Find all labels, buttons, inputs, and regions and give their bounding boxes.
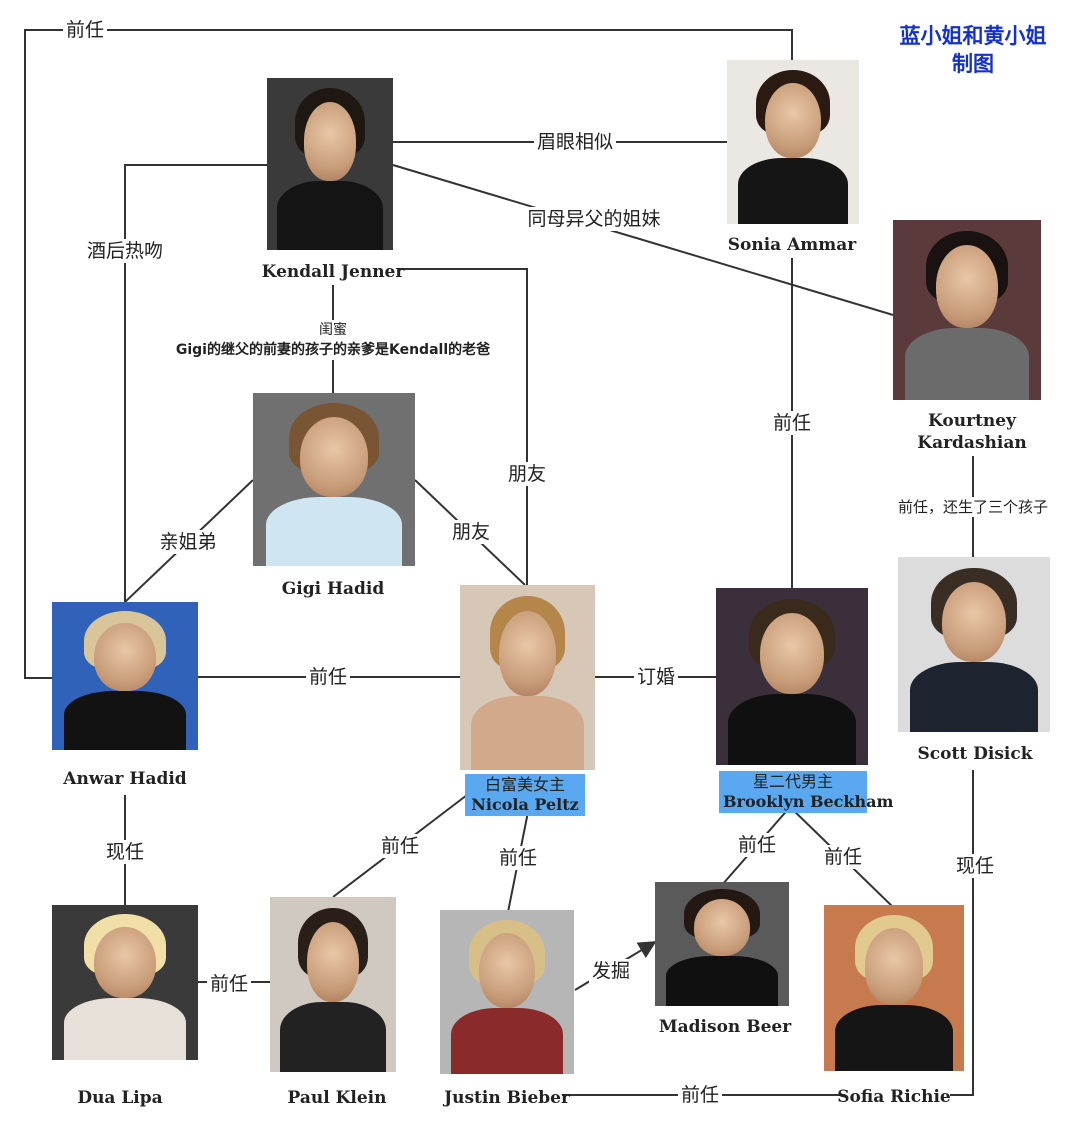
photo-scott-disick <box>898 557 1050 732</box>
credit-line2: 制图 <box>952 52 994 76</box>
name-kourtney-line2: Kardashian <box>917 433 1027 453</box>
label-kendall-nicola: 朋友 <box>504 462 550 486</box>
label-brooklyn-sofia: 前任 <box>820 845 866 869</box>
name-madison-beer: Madison Beer <box>658 1017 792 1037</box>
label-kendall-gigi-line1: 闺蜜 <box>319 322 347 338</box>
photo-kendall-jenner <box>267 78 393 250</box>
credit-line1: 蓝小姐和黄小姐 <box>899 24 1047 48</box>
photo-sofia-richie <box>824 905 964 1071</box>
label-brooklyn-madison: 前任 <box>734 833 780 857</box>
tag-brooklyn-role: 星二代男主 <box>752 772 833 791</box>
label-kendall-gigi-line2: Gigi的继父的前妻的孩子的亲爹是Kendall的老爸 <box>175 342 491 358</box>
label-justin-madison: 发掘 <box>588 959 634 983</box>
label-sonia-anwar: 前任 <box>62 18 108 42</box>
name-kourtney-kardashian: Kourtney Kardashian <box>917 410 1026 454</box>
photo-gigi-hadid <box>253 393 415 566</box>
name-kendall-jenner: Kendall Jenner <box>261 262 405 282</box>
photo-dua-lipa <box>52 905 198 1060</box>
label-gigi-anwar: 亲姐弟 <box>156 530 220 554</box>
label-anwar-dua: 现任 <box>102 840 148 864</box>
name-scott-disick: Scott Disick <box>917 744 1033 764</box>
name-anwar-hadid: Anwar Hadid <box>63 769 187 789</box>
name-paul-klein: Paul Klein <box>287 1088 387 1108</box>
tag-brooklyn-beckham: 星二代男主 Brooklyn Beckham <box>719 771 894 813</box>
photo-madison-beer <box>655 882 789 1006</box>
edge-scott-sofia <box>950 770 974 1096</box>
label-gigi-nicola: 朋友 <box>448 520 494 544</box>
label-nicola-paul: 前任 <box>377 834 423 858</box>
edge-kendall-kourtney <box>392 164 894 316</box>
label-kendall-gigi: 闺蜜 Gigi的继父的前妻的孩子的亲爹是Kendall的老爸 <box>172 320 494 360</box>
name-gigi-hadid: Gigi Hadid <box>281 579 385 599</box>
tag-nicola-peltz: 白富美女主 Nicola Peltz <box>465 774 585 816</box>
label-scott-sofia: 现任 <box>952 854 998 878</box>
label-nicola-justin: 前任 <box>495 846 541 870</box>
edge-sonia-anwar <box>24 29 793 679</box>
tag-nicola-name: Nicola Peltz <box>471 795 579 814</box>
photo-kourtney-kardashian <box>893 220 1041 400</box>
label-kendall-anwar: 酒后热吻 <box>83 239 167 263</box>
photo-anwar-hadid <box>52 602 198 750</box>
tag-brooklyn-name: Brooklyn Beckham <box>723 792 894 811</box>
photo-paul-klein <box>270 897 396 1072</box>
name-sonia-ammar: Sonia Ammar <box>727 235 857 255</box>
photo-brooklyn-beckham <box>716 588 868 765</box>
label-kendall-sonia: 眉眼相似 <box>533 130 617 154</box>
credit-title: 蓝小姐和黄小姐 制图 <box>900 22 1047 78</box>
photo-justin-bieber <box>440 910 574 1074</box>
photo-nicola-peltz <box>460 585 595 770</box>
name-sofia-richie: Sofia Richie <box>837 1087 951 1107</box>
name-kourtney-line1: Kourtney <box>928 411 1016 431</box>
label-kourtney-scott: 前任，还生了三个孩子 <box>894 497 1052 517</box>
edge-kendall-anwar <box>124 164 268 602</box>
label-sonia-brooklyn: 前任 <box>769 411 815 435</box>
photo-sonia-ammar <box>727 60 859 224</box>
label-justin-sofia: 前任 <box>677 1083 723 1107</box>
label-kendall-kourtney: 同母异父的姐妹 <box>524 207 664 231</box>
label-nicola-brooklyn: 订婚 <box>633 665 679 689</box>
label-anwar-nicola: 前任 <box>305 665 351 689</box>
tag-nicola-role: 白富美女主 <box>484 775 565 794</box>
label-dua-paul: 前任 <box>206 972 252 996</box>
name-justin-bieber: Justin Bieber <box>444 1088 570 1108</box>
name-dua-lipa: Dua Lipa <box>77 1088 163 1108</box>
